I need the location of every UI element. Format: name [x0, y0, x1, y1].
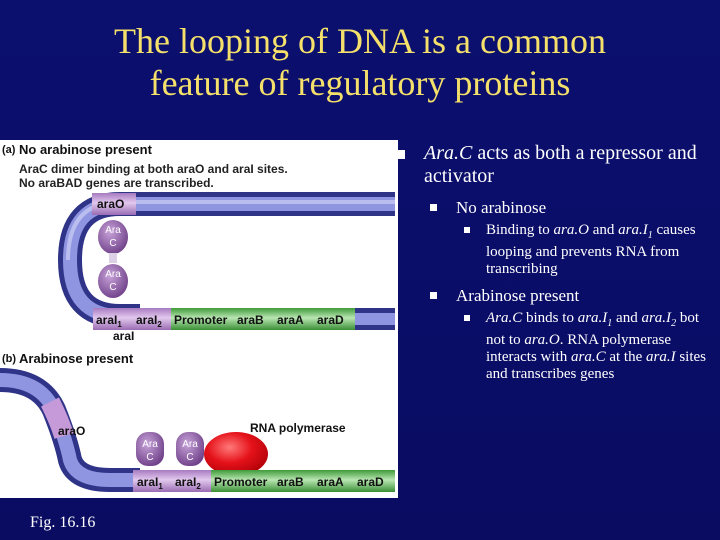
arac-role-text: acts as both a repressor and activator — [424, 142, 697, 187]
dna-curve-b — [0, 373, 140, 487]
figure-svg: (a) No arabinose present AraC dimer bind… — [0, 142, 395, 492]
panel-a-label: (a) — [2, 144, 16, 156]
bullet-no-arabinose: No arabinose — [430, 198, 714, 218]
gene-term: ara.I — [641, 310, 672, 326]
arac-protein-b-1 — [136, 432, 164, 466]
araI2-label-b: araI2 — [175, 475, 201, 491]
araD-label-b: araD — [357, 475, 384, 489]
promoter-label-a: Promoter — [174, 313, 228, 327]
bullet-square-icon — [464, 227, 470, 233]
bullet-square-icon — [396, 150, 405, 159]
no-arabinose-heading: No arabinose — [456, 198, 547, 217]
araI2-label-a: araI2 — [136, 313, 162, 329]
text-run: and — [612, 310, 642, 326]
araD-label-a: araD — [317, 313, 344, 327]
panel-a: (a) No arabinose present AraC dimer bind… — [2, 142, 395, 343]
subscript: 1 — [647, 230, 653, 241]
text-run: binds to — [522, 310, 578, 326]
arac-protein-a-top — [98, 220, 128, 254]
gene-term: ara.I — [618, 222, 648, 238]
bullet-list: Ara.C acts as both a repressor and activ… — [396, 142, 714, 383]
arac-b1-line2: C — [146, 452, 153, 463]
text-run: . RNA polymerase interacts with — [486, 332, 671, 365]
panel-a-heading: No arabinose present — [19, 142, 153, 157]
rna-polymerase-label: RNA polymerase — [250, 421, 346, 435]
gene-bar-a: araI1 araI2 Promoter araB araA araD — [93, 308, 395, 330]
seg-araA-b — [313, 470, 353, 492]
arac-a-top-line1: Ara — [105, 225, 121, 236]
bullet-looping-detail: Binding to ara.O and ara.I1 causes loopi… — [464, 222, 714, 278]
seg-araI2-b — [171, 470, 211, 492]
seg-araI1-b — [133, 470, 171, 492]
seg-araD-a — [313, 308, 355, 330]
gene-term: ara.O — [553, 222, 589, 238]
gene-term: ara.C — [570, 349, 606, 365]
panel-b-label: (b) — [2, 353, 16, 365]
arabinose-present-heading: Arabinose present — [456, 286, 580, 305]
seg-araB-a — [233, 308, 273, 330]
promoter-label-b: Promoter — [214, 475, 268, 489]
seg-araD-b — [353, 470, 395, 492]
text-run: and — [588, 222, 619, 238]
arac-looping-figure: (a) No arabinose present AraC dimer bind… — [0, 140, 398, 498]
text-run: at the — [605, 349, 646, 365]
title-line-1: The looping of DNA is a common — [114, 21, 606, 61]
title-line-2: feature of regulatory proteins — [149, 63, 571, 103]
bullet-square-icon — [430, 204, 437, 211]
text-run: sites and transcribes genes — [486, 349, 706, 382]
panel-a-desc-1: AraC dimer binding at both araO and araI… — [19, 162, 288, 176]
arac-a-bot-line2: C — [109, 282, 116, 293]
bullet-square-icon — [430, 292, 437, 299]
arac-protein-b-2 — [176, 432, 204, 466]
bullet-arac-role: Ara.C acts as both a repressor and activ… — [396, 142, 714, 188]
gene-term: ara.I — [645, 349, 676, 365]
subscript: 2 — [671, 318, 677, 329]
dna-loop-outline — [57, 192, 395, 328]
araB-label-a: araB — [237, 313, 264, 327]
araO-segment-b — [41, 397, 74, 439]
arac-b2-line2: C — [186, 452, 193, 463]
arac-term: Ara.C — [424, 142, 473, 164]
araA-label-b: araA — [317, 475, 344, 489]
seg-promoter-b — [211, 470, 273, 492]
araI-label-a: araI — [113, 329, 134, 343]
araI1-label-b: araI1 — [137, 475, 163, 491]
arac-protein-a-bottom — [98, 264, 128, 298]
rna-polymerase-shape — [204, 432, 268, 476]
araO-segment-a — [92, 193, 136, 215]
subscript: 1 — [607, 318, 613, 329]
gene-term: ara.O — [524, 332, 560, 348]
arac-a-top-line2: C — [109, 238, 116, 249]
figure-caption: Fig. 16.16 — [30, 514, 96, 531]
seg-promoter-a — [171, 308, 233, 330]
seg-araB-b — [273, 470, 313, 492]
arac-linker-a — [109, 253, 117, 263]
araO-label-b: araO — [58, 424, 85, 438]
gene-term: ara.I — [577, 310, 608, 326]
text-run: Binding to — [486, 222, 554, 238]
bullet-activation-detail: Ara.C binds to ara.I1 and ara.I2 bot not… — [464, 310, 714, 383]
gene-term: Ara.C — [486, 310, 523, 326]
araB-label-b: araB — [277, 475, 304, 489]
arac-a-bot-line1: Ara — [105, 269, 121, 280]
araO-label-a: araO — [97, 197, 124, 211]
text-run: causes looping and prevents RNA from tra… — [486, 222, 696, 277]
arac-b1-line1: Ara — [142, 439, 158, 450]
dna-loop-a — [62, 197, 395, 323]
araA-label-a: araA — [277, 313, 304, 327]
araI1-label-a: araI1 — [96, 313, 122, 329]
seg-araI1-a — [93, 308, 133, 330]
slide-title: The looping of DNA is a common feature o… — [20, 20, 700, 104]
seg-araI2-a — [133, 308, 171, 330]
gene-bar-b: araI1 araI2 Promoter araB araA araD — [133, 470, 395, 492]
bullet-square-icon — [464, 315, 470, 321]
text-run: bot not to — [486, 310, 699, 348]
panel-b-heading: Arabinose present — [19, 351, 134, 366]
seg-araA-a — [273, 308, 313, 330]
bullet-arabinose-present: Arabinose present — [430, 286, 714, 306]
arac-b2-line1: Ara — [182, 439, 198, 450]
panel-a-desc-2: No araBAD genes are transcribed. — [19, 176, 214, 190]
panel-b: (b) Arabinose present araO RNA polymeras… — [0, 351, 395, 492]
